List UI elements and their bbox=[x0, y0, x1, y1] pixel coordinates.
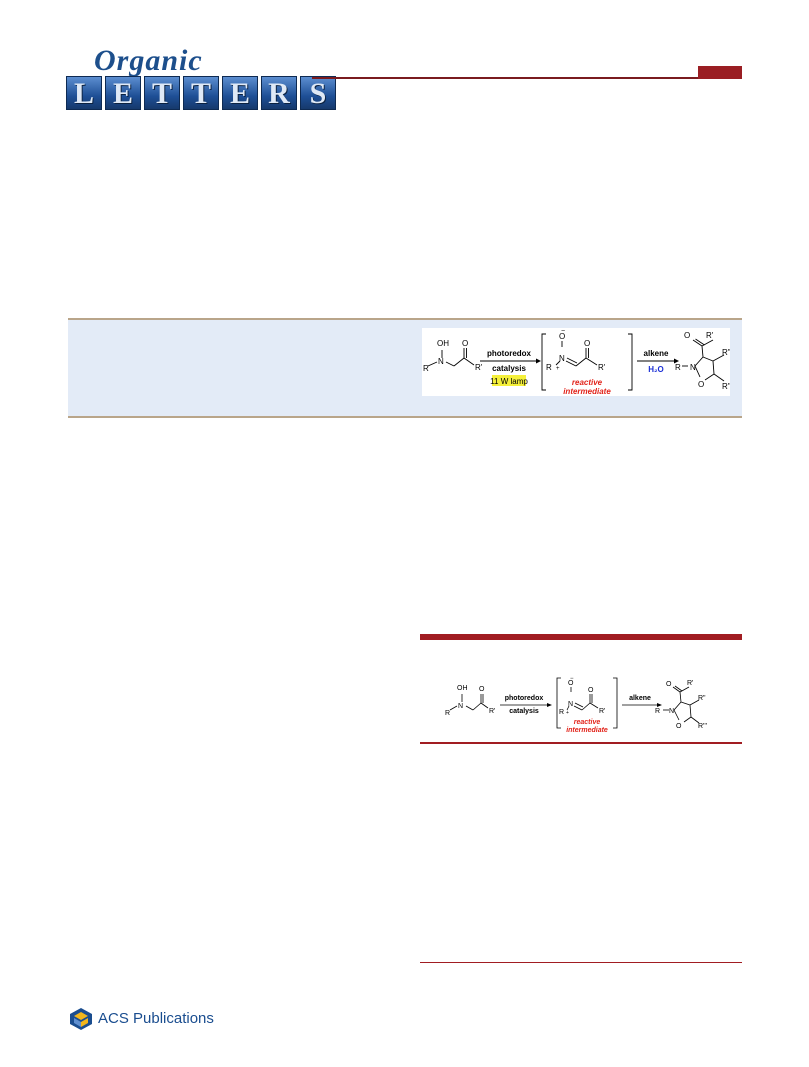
header-rule bbox=[312, 77, 742, 79]
inter-carbonyl-o: O bbox=[584, 339, 590, 348]
arrow2-bottom-label: H₂O bbox=[648, 365, 664, 374]
reactive-label: reactive bbox=[572, 378, 603, 387]
arrow1-bottom-label: catalysis bbox=[492, 364, 526, 373]
fig-arrow1-bottom-label: catalysis bbox=[509, 708, 539, 715]
fig-start-r: R bbox=[445, 710, 450, 717]
fig-prod-r1: R' bbox=[687, 680, 693, 687]
journal-logo: Organic L E T T E R S bbox=[66, 44, 336, 110]
logo-letter: E bbox=[105, 76, 141, 110]
arrow1-top-label: photoredox bbox=[487, 349, 532, 358]
fig-inter-carbonyl-o: O bbox=[588, 687, 594, 694]
figure-bottom-rule bbox=[420, 742, 742, 744]
inter-minus: − bbox=[561, 328, 565, 335]
fig-prod-r: R bbox=[655, 708, 660, 715]
fig-prod-n: N bbox=[669, 708, 674, 715]
inter-o: O bbox=[559, 332, 565, 341]
prod-n: N bbox=[690, 363, 696, 372]
fig-start-r1: R' bbox=[489, 708, 495, 715]
fig-start-n: N bbox=[458, 703, 463, 710]
inter-n: N bbox=[559, 354, 565, 363]
fig-inter-o: O bbox=[568, 680, 574, 687]
prod-r3: R''' bbox=[722, 382, 730, 391]
inter-plus: + bbox=[556, 366, 560, 372]
fig-prod-o: O bbox=[666, 681, 672, 688]
fig-inter-r1: R' bbox=[599, 708, 605, 715]
prod-r2: R" bbox=[722, 348, 730, 357]
prod-r1: R' bbox=[706, 331, 714, 340]
footnote-rule bbox=[420, 962, 742, 963]
prod-o: O bbox=[684, 331, 690, 340]
inter-r1: R' bbox=[598, 363, 606, 372]
logo-letter: E bbox=[222, 76, 258, 110]
prod-r: R bbox=[675, 363, 681, 372]
logo-letter: T bbox=[183, 76, 219, 110]
publisher-name: ACS Publications bbox=[98, 1010, 214, 1027]
logo-letter: S bbox=[300, 76, 336, 110]
start-r: R bbox=[423, 364, 429, 373]
start-n: N bbox=[438, 357, 444, 366]
start-o: O bbox=[462, 339, 468, 348]
lamp-highlight bbox=[492, 375, 526, 386]
abstract-graphic: OH N R O R' O − N + R O R' O R' R N O R"… bbox=[422, 328, 733, 396]
fig-inter-minus: − bbox=[570, 676, 574, 682]
start-oh: OH bbox=[437, 339, 449, 348]
prod-ring-o: O bbox=[698, 380, 704, 389]
logo-letter: R bbox=[261, 76, 297, 110]
fig-reactive-label: reactive bbox=[574, 719, 601, 726]
logo-script-word: Organic bbox=[94, 44, 203, 77]
start-r1: R' bbox=[475, 363, 483, 372]
logo-letter: T bbox=[144, 76, 180, 110]
lamp-label: 11 W lamp bbox=[490, 377, 528, 386]
intermediate-label: intermediate bbox=[563, 387, 611, 396]
fig-arrow1-top-label: photoredox bbox=[505, 695, 544, 702]
abstract-reaction-scheme: OH N R O R' O − N + R O R' O R' R N O R"… bbox=[423, 328, 733, 396]
fig-intermediate-label: intermediate bbox=[566, 727, 608, 734]
fig-start-o: O bbox=[479, 686, 485, 693]
fig-prod-r3: R''' bbox=[698, 723, 707, 730]
logo-tiles: L E T T E R S bbox=[66, 76, 336, 110]
figure-reaction-scheme: OH N R O R' O − N + R O R' O R' R N O R"… bbox=[445, 676, 707, 734]
fig-prod-ring-o: O bbox=[676, 723, 682, 730]
fig-arrow2-top-label: alkene bbox=[629, 695, 651, 702]
inter-r: R bbox=[546, 363, 552, 372]
arrow2-top-label: alkene bbox=[644, 349, 669, 358]
fig-inter-plus: + bbox=[566, 710, 569, 716]
logo-letter: L bbox=[66, 76, 102, 110]
fig-inter-r: R bbox=[559, 709, 564, 716]
fig-prod-r2: R" bbox=[698, 695, 706, 702]
fig-inter-n: N bbox=[568, 701, 573, 708]
figure-top-rule bbox=[420, 634, 742, 640]
fig-start-oh: OH bbox=[457, 685, 468, 692]
publisher-logo: ACS Publications bbox=[68, 1006, 214, 1034]
acs-hexagon-icon bbox=[70, 1008, 92, 1030]
header-page-tab bbox=[698, 66, 742, 79]
figure-scheme: OH N R O R' O − N + R O R' O R' R N O R"… bbox=[440, 656, 730, 736]
